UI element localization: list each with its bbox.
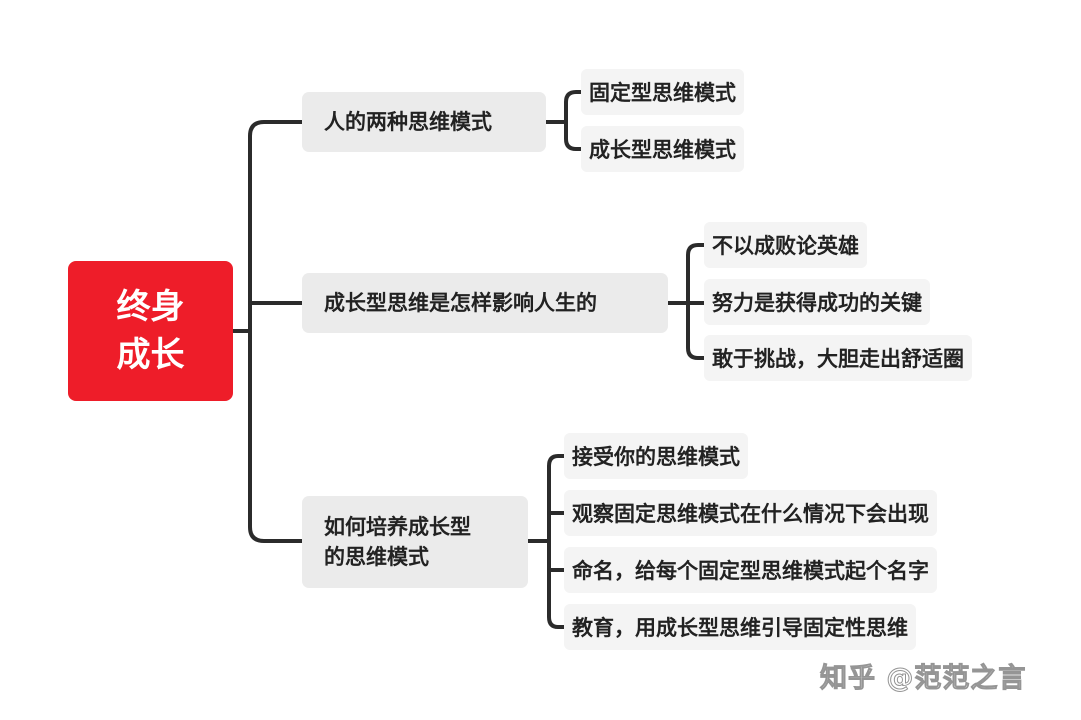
branch-label: 人的两种思维模式: [324, 110, 492, 134]
leaf-node: 固定型思维模式: [581, 69, 744, 115]
branch-label: 成长型思维是怎样影响人生的: [324, 291, 597, 315]
leaf-node: 成长型思维模式: [581, 126, 744, 172]
leaf-node: 敢于挑战，大胆走出舒适圈: [704, 335, 972, 381]
branch-label-line-1: 如何培养成长型: [324, 515, 471, 539]
root-label: 终身成长: [116, 287, 185, 375]
connector-root-branch-1: [248, 120, 304, 543]
leaf-node: 努力是获得成功的关键: [704, 279, 930, 325]
branch-node-two-mindsets: 人的两种思维模式: [302, 92, 546, 152]
leaf-node: 教育，用成长型思维引导固定性思维: [564, 604, 916, 650]
leaf-node: 命名，给每个固定型思维模式起个名字: [564, 547, 937, 593]
branch-node-cultivate-growth: 如何培养成长型 的思维模式: [302, 496, 528, 588]
root-node: 终身成长: [68, 261, 233, 401]
branch-label-line-2: 的思维模式: [324, 545, 429, 569]
watermark: 知乎 @范范之言: [819, 663, 1027, 695]
branch-node-growth-impact: 成长型思维是怎样影响人生的: [302, 273, 668, 333]
connector-branch-2-leaves: [686, 243, 706, 360]
connector-branch-3-leaves-top: [547, 454, 566, 629]
leaf-node: 观察固定思维模式在什么情况下会出现: [564, 490, 937, 536]
leaf-node: 不以成败论英雄: [704, 222, 867, 268]
leaf-node: 接受你的思维模式: [564, 433, 748, 479]
connector-branch-1-leaves: [564, 90, 583, 151]
